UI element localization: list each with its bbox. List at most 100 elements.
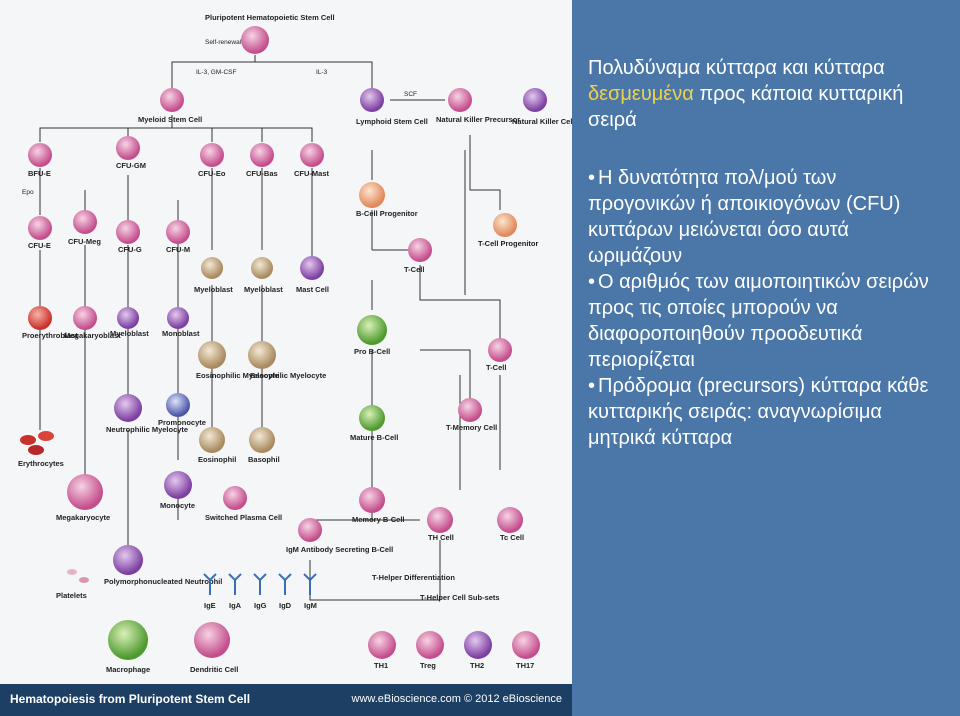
slide-heading: Πολυδύναμα κύτταρα και κύτταρα δεσμευμέν… [588, 55, 948, 133]
label-b-prog: B-Cell Progenitor [356, 209, 418, 218]
myeloblast-cell [117, 307, 139, 329]
label-th17: TH17 [516, 661, 534, 670]
label-eos-myelo: Eosinophilic Myelocyte [196, 371, 279, 380]
proerythroblast-cell [28, 306, 52, 330]
bullet-item: •Ο αριθμός των αιμοποιητικών σειρών προς… [588, 271, 929, 371]
label-th2: TH2 [470, 661, 484, 670]
basophil-cell [249, 427, 275, 453]
bfu-e-cell [28, 143, 52, 167]
th2-cell [464, 631, 492, 659]
megakaryoblast-cell [73, 306, 97, 330]
hematopoiesis-diagram: Pluripotent Hematopoietic Stem Cell Self… [18, 13, 572, 674]
footer-title: Hematopoiesis from Pluripotent Stem Cell [10, 692, 251, 706]
label-nk: Natural Killer Cell [512, 117, 572, 126]
label-cfu-e: CFU-E [28, 241, 51, 250]
label-megakaryocyte: Megakaryocyte [56, 513, 110, 522]
label-mast: Mast Cell [296, 285, 329, 294]
cfu-eo-cell [200, 143, 224, 167]
antibody-icons [203, 573, 317, 595]
cfu-gm-cell [116, 136, 140, 160]
label-igd: IgD [279, 601, 292, 610]
bullet-text: Ο αριθμός των αιμοποιητικών σειρών προς … [588, 271, 929, 371]
label-scf: SCF [404, 91, 417, 98]
label-proerythroblast: Proerythroblast [22, 331, 78, 340]
label-promonocyte: Promonocyte [158, 418, 206, 427]
label-il3: IL-3 [316, 69, 328, 76]
label-myeloblast3: Myeloblast [244, 285, 283, 294]
dendritic-cell [194, 622, 230, 658]
footer-credit: www.eBioscience.com © 2012 eBioscience [351, 693, 563, 705]
label-t-prog: T-Cell Progenitor [478, 239, 539, 248]
t-cell-mature [488, 338, 512, 362]
eo-myeloblast-cell [201, 257, 223, 279]
basophilic-myelocyte-cell [248, 341, 276, 369]
label-eosinophil: Eosinophil [198, 455, 236, 464]
label-pro-b: Pro B-Cell [354, 347, 390, 356]
label-myeloblast: Myeloblast [110, 329, 149, 338]
label-erythrocytes: Erythrocytes [18, 459, 64, 468]
label-platelets: Platelets [56, 591, 87, 600]
cfu-m-cell [166, 220, 190, 244]
label-megakaryoblast: Megakaryoblast [64, 331, 121, 340]
pmn-cell [113, 545, 143, 575]
memory-b-cell [359, 487, 385, 513]
label-self-renewal: Self-renewal [205, 39, 242, 46]
neutrophilic-myelocyte-cell [114, 394, 142, 422]
label-dendritic: Dendritic Cell [190, 665, 238, 674]
label-igm-ab: IgM Antibody Secreting B-Cell [286, 545, 393, 554]
cfu-g-cell [116, 220, 140, 244]
bullet-list: •Η δυνατότητα πολ/μού των προγονικών ή α… [588, 165, 948, 451]
nk-precursor-cell [448, 88, 472, 112]
text-panel: Πολυδύναμα κύτταρα και κύτταρα δεσμευμέν… [572, 0, 960, 716]
label-memory-b: Memory B-Cell [352, 515, 405, 524]
heading-part-1: Πολυδύναμα κύτταρα και κύτταρα [588, 57, 885, 79]
label-iga: IgA [229, 601, 242, 610]
cfu-e-cell [28, 216, 52, 240]
label-treg: Treg [420, 661, 436, 670]
mature-b-cell [359, 405, 385, 431]
stem-cell: Pluripotent Hematopoietic Stem Cell Self… [205, 13, 335, 54]
eosinophilic-myelocyte-cell [198, 341, 226, 369]
bas-myeloblast-cell [251, 257, 273, 279]
label-bfu-e: BFU-E [28, 169, 51, 178]
th17-cell [512, 631, 540, 659]
nk-cell [523, 88, 547, 112]
promonocyte-cell [166, 393, 190, 417]
label-nk-precursor: Natural Killer Precursor [436, 115, 520, 124]
lymphoid-stem-cell [360, 88, 384, 112]
plasma-cell [223, 486, 247, 510]
monocyte-cell [164, 471, 192, 499]
label-cfu-meg: CFU-Meg [68, 237, 101, 246]
label-cfu-bas: CFU-Bas [246, 169, 278, 178]
label-t-cell2: T-Cell [486, 363, 506, 372]
eosinophil-cell [199, 427, 225, 453]
pro-b-cell [357, 315, 387, 345]
treg-cell [416, 631, 444, 659]
label-plasma: Switched Plasma Cell [205, 513, 282, 522]
erythrocytes [20, 431, 54, 455]
label-monoblast: Monoblast [162, 329, 200, 338]
label-pmn: Polymorphonucleated Neutrophil [104, 577, 222, 586]
label-t-helper-diff: T-Helper Differentiation [372, 573, 455, 582]
label-tc: Tc Cell [500, 533, 524, 542]
th-cell [427, 507, 453, 533]
label-cfu-mast: CFU-Mast [294, 169, 330, 178]
label-igg: IgG [254, 601, 267, 610]
label-t-memory: T-Memory Cell [446, 423, 497, 432]
cfu-meg-cell [73, 210, 97, 234]
platelets [67, 569, 89, 583]
igm-secreting-b-cell [298, 518, 322, 542]
label-t-cell: T-Cell [404, 265, 424, 274]
label-stem: Pluripotent Hematopoietic Stem Cell [205, 13, 335, 22]
label-cfu-eo: CFU-Eo [198, 169, 226, 178]
label-th-subsets: T-Helper Cell Sub-sets [420, 593, 500, 602]
label-monocyte: Monocyte [160, 501, 195, 510]
bullet-text: Πρόδρομα (precursors) κύτταρα κάθε κυττα… [588, 375, 929, 449]
label-basophil: Basophil [248, 455, 280, 464]
t-progenitor-cell [493, 213, 517, 237]
macrophage-cell [108, 620, 148, 660]
label-myeloblast2: Myeloblast [194, 285, 233, 294]
t-memory-cell [458, 398, 482, 422]
label-neutro-myelo: Neutrophilic Myelocyte [106, 425, 188, 434]
label-myeloid: Myeloid Stem Cell [138, 115, 202, 124]
